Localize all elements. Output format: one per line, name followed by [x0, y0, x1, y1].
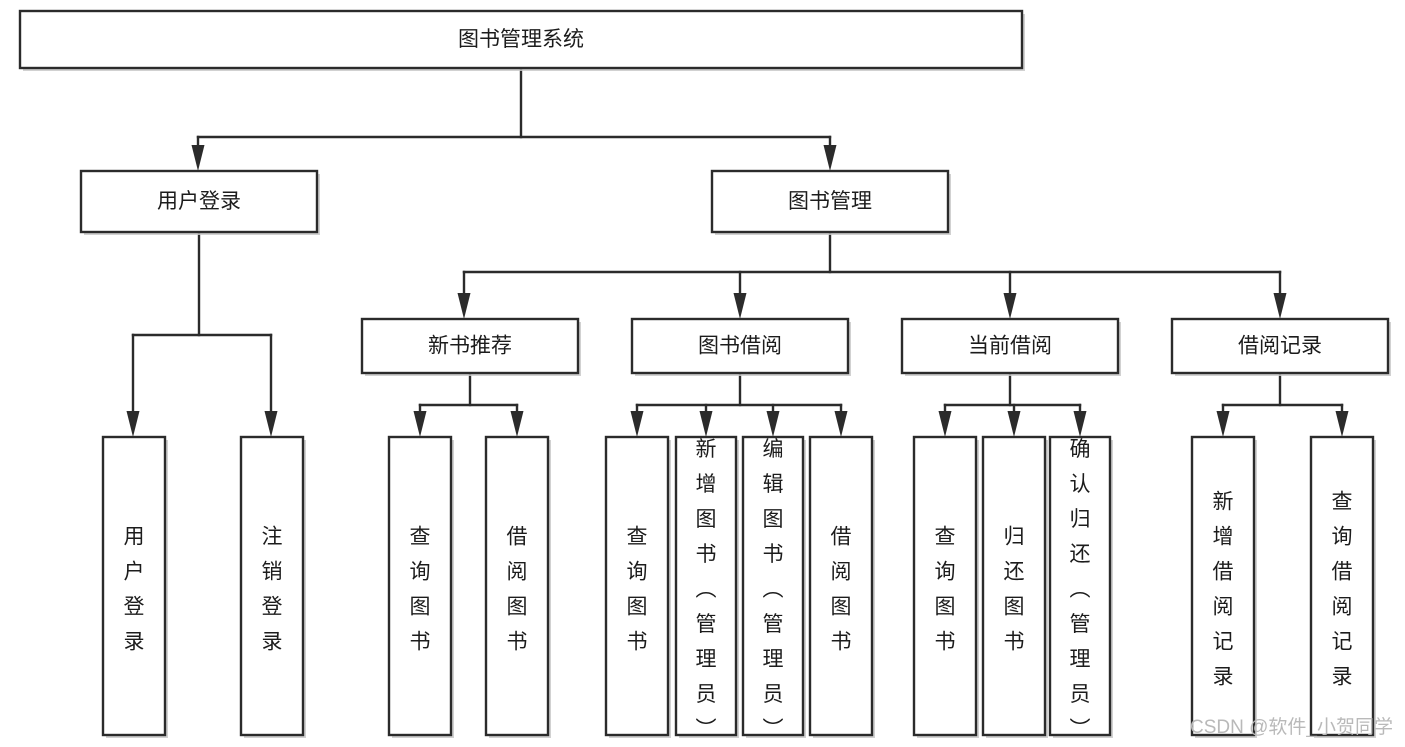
node-current_borrow[interactable]: 当前借阅: [900, 317, 1121, 376]
node-user_login[interactable]: 用户登录: [79, 169, 320, 235]
node-rect[interactable]: [387, 435, 453, 737]
connector-root-to-level2: [191, 66, 837, 171]
node-label: 编辑图书︵管理员︶: [763, 438, 784, 741]
node-rect[interactable]: [981, 435, 1047, 737]
connector-book-manage-to-level3: [457, 230, 1287, 319]
node-label: 归还图书: [1004, 525, 1025, 653]
nodes-layer: 图书管理系统用户登录图书管理新书推荐图书借阅当前借阅借阅记录用户登录注销登录查询…: [18, 9, 1391, 741]
node-rect[interactable]: [360, 317, 580, 375]
node-rect[interactable]: [18, 9, 1024, 70]
node-leaf_add_book[interactable]: 新增图书︵管理员︶: [674, 435, 739, 741]
node-rect[interactable]: [808, 435, 874, 737]
node-label: 借阅记录: [1238, 335, 1322, 358]
node-leaf_query_record[interactable]: 查询借阅记录: [1309, 435, 1376, 738]
node-rect[interactable]: [674, 435, 738, 737]
node-label: 新增借阅记录: [1213, 490, 1234, 688]
node-leaf_user_login[interactable]: 用户登录: [101, 435, 168, 738]
node-label: 查询图书: [935, 525, 956, 653]
node-label: 查询借阅记录: [1332, 490, 1353, 688]
node-rect[interactable]: [630, 317, 850, 375]
node-rect[interactable]: [1309, 435, 1375, 737]
connector-new-book-to-leaves: [413, 371, 524, 437]
node-book_manage[interactable]: 图书管理: [710, 169, 951, 235]
connector-current-borrow-to-leaves: [938, 371, 1087, 437]
node-rect[interactable]: [1190, 435, 1256, 737]
node-label: 确认归还︵管理员︶: [1070, 438, 1091, 741]
node-leaf_add_record[interactable]: 新增借阅记录: [1190, 435, 1257, 738]
node-rect[interactable]: [604, 435, 670, 737]
node-rect[interactable]: [900, 317, 1120, 375]
node-rect[interactable]: [239, 435, 305, 737]
edges-layer: [126, 66, 1349, 437]
node-label: 用户登录: [157, 190, 241, 213]
node-new_book_rec[interactable]: 新书推荐: [360, 317, 581, 376]
node-leaf_confirm_return[interactable]: 确认归还︵管理员︶: [1048, 435, 1113, 741]
node-rect[interactable]: [101, 435, 167, 737]
node-leaf_return_book[interactable]: 归还图书: [981, 435, 1048, 738]
node-label: 新增图书︵管理员︶: [696, 438, 717, 741]
node-label: 查询图书: [410, 525, 431, 653]
node-label: 图书管理: [788, 190, 872, 213]
node-rect[interactable]: [1048, 435, 1112, 737]
connector-book-borrow-to-leaves: [630, 371, 848, 437]
node-label: 借阅图书: [831, 525, 852, 653]
node-label: 注销登录: [262, 525, 283, 653]
watermark-label: CSDN @软件_小贺同学: [1190, 716, 1393, 738]
node-book_borrow[interactable]: 图书借阅: [630, 317, 851, 376]
node-leaf_logout[interactable]: 注销登录: [239, 435, 306, 738]
connector-user-login-to-leaves: [126, 230, 278, 437]
node-root[interactable]: 图书管理系统: [18, 9, 1025, 71]
node-rect[interactable]: [710, 169, 950, 234]
node-label: 查询图书: [627, 525, 648, 653]
node-rect[interactable]: [1170, 317, 1390, 375]
node-label: 图书管理系统: [458, 28, 584, 51]
node-leaf_query_book_2[interactable]: 查询图书: [604, 435, 671, 738]
node-label: 用户登录: [124, 525, 145, 653]
node-leaf_borrow_book_2[interactable]: 借阅图书: [808, 435, 875, 738]
node-rect[interactable]: [484, 435, 550, 737]
node-leaf_query_book_3[interactable]: 查询图书: [912, 435, 979, 738]
node-label: 当前借阅: [968, 335, 1052, 358]
node-label: 图书借阅: [698, 335, 782, 358]
node-rect[interactable]: [912, 435, 978, 737]
node-leaf_borrow_book_1[interactable]: 借阅图书: [484, 435, 551, 738]
node-leaf_edit_book[interactable]: 编辑图书︵管理员︶: [741, 435, 806, 741]
node-rect[interactable]: [741, 435, 805, 737]
connector-borrow-record-to-leaves: [1216, 371, 1349, 437]
node-borrow_record[interactable]: 借阅记录: [1170, 317, 1391, 376]
node-leaf_query_book_1[interactable]: 查询图书: [387, 435, 454, 738]
node-rect[interactable]: [79, 169, 319, 234]
node-label: 借阅图书: [507, 525, 528, 653]
node-label: 新书推荐: [428, 335, 512, 358]
